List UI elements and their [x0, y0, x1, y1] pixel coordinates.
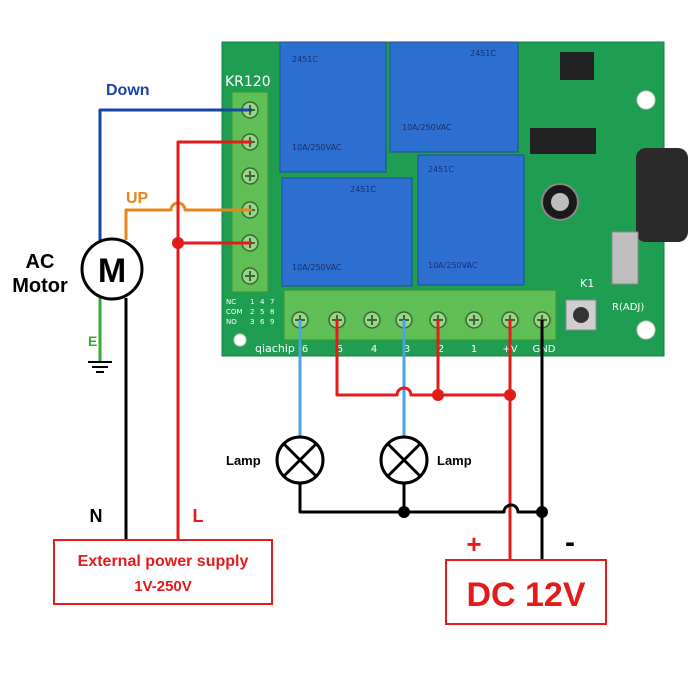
legend-num: 6 [260, 318, 265, 326]
ac-motor: M AC Motor E [12, 237, 144, 349]
antenna-coil [636, 148, 688, 242]
relay-spec: 10A/250VAC [292, 143, 342, 152]
red-junction-dot [504, 389, 516, 401]
ic-chip-small [560, 52, 594, 80]
legend-com: COM [226, 308, 242, 316]
black-junction-dot [536, 506, 548, 518]
motor-title-motor: Motor [12, 275, 68, 297]
motor-title-ac: AC [26, 251, 55, 273]
relay-spec: 10A/250VAC [292, 263, 342, 272]
legend-num: 2 [250, 308, 254, 316]
line-wire [176, 140, 252, 540]
mount-hole [636, 320, 656, 340]
ground-symbol [88, 361, 112, 373]
left-terminal-screw [241, 267, 259, 285]
ground-label: E [88, 333, 97, 349]
left-terminal-block [231, 91, 269, 293]
lamp-right-x2 [386, 442, 422, 478]
brand-text: qiachip [255, 342, 295, 355]
lamp-right-label: Lamp [437, 453, 472, 468]
adj-label: R(ADJ) [612, 302, 644, 313]
relay-2: 2451C 10A/250VAC [389, 41, 519, 153]
terminal-legend: NC COM NO 1 4 7 2 5 8 3 6 9 [226, 298, 274, 326]
external-supply-line2: 1V-250V [134, 578, 192, 595]
common-red-bus [335, 320, 510, 397]
motor-circle [80, 237, 144, 301]
relay-spec: 10A/250VAC [428, 261, 478, 270]
relay-mark: 2451C [292, 55, 318, 64]
k1-label: K1 [580, 277, 594, 290]
dc-power-supply: DC 12V [445, 559, 607, 625]
mount-hole [636, 90, 656, 110]
bottom-terminal-screw [465, 311, 483, 329]
lamp-left: Lamp [226, 435, 325, 485]
neutral-label: N [90, 506, 103, 526]
pin-label-6: 6 [302, 344, 308, 355]
down-label: Down [106, 82, 150, 99]
line-junction-dot [172, 237, 184, 249]
up-label: UP [126, 190, 149, 207]
relay-4: 2451C 10A/250VAC [417, 154, 525, 286]
lamp-left-x2 [282, 442, 318, 478]
dc-supply-label: DC 12V [466, 576, 585, 614]
wires [88, 108, 548, 560]
relay-module: KR120 qiachip 2451C 10A/250VAC 2451C 10A… [221, 41, 688, 357]
motor-symbol: M [98, 252, 126, 290]
ic-chip-large [530, 128, 596, 154]
relay-3: 2451C 10A/250VAC [281, 177, 413, 287]
lamp-left-label: Lamp [226, 453, 261, 468]
capacitor-top [551, 193, 569, 211]
left-terminal-screw [241, 167, 259, 185]
external-supply-line1: External power supply [78, 553, 249, 570]
legend-num: 5 [260, 308, 264, 316]
lamp-left-return-wire [298, 483, 542, 514]
relay-mark: 2451C [470, 49, 496, 58]
relay-mark: 2451C [428, 165, 454, 174]
pin-label-1: 1 [471, 344, 477, 355]
relay-1: 2451C 10A/250VAC [279, 41, 387, 173]
line-label: L [193, 506, 204, 526]
plus-label: + [466, 529, 481, 559]
external-power-supply: External power supply 1V-250V [53, 539, 273, 605]
legend-no: NO [226, 318, 237, 326]
pin-label-2: 2 [438, 344, 444, 355]
legend-nc: NC [226, 298, 236, 306]
relay-spec: 10A/250VAC [402, 123, 452, 132]
external-supply-box [53, 539, 273, 605]
pin-label-gnd: GND [533, 344, 556, 355]
down-wire [98, 108, 252, 240]
legend-num: 1 [250, 298, 254, 306]
minus-label: - [565, 526, 575, 559]
lamp-right: Lamp [379, 435, 472, 485]
red-junction-dot [432, 389, 444, 401]
dc-supply-box [445, 559, 607, 625]
legend-num: 8 [270, 308, 274, 316]
black-junction-dot [398, 506, 410, 518]
pin-label-3: 3 [404, 344, 410, 355]
legend-num: 3 [250, 318, 254, 326]
crystal [611, 231, 639, 285]
legend-num: 9 [270, 318, 274, 326]
pin-label-5: 5 [337, 344, 343, 355]
learn-button-cap[interactable] [573, 307, 589, 323]
model-text: KR120 [225, 74, 271, 90]
pin-label-4: 4 [371, 344, 377, 355]
bottom-terminal-screw [363, 311, 381, 329]
relay-mark: 2451C [350, 185, 376, 194]
legend-num: 4 [260, 298, 265, 306]
mount-hole [233, 333, 247, 347]
legend-num: 7 [270, 298, 274, 306]
